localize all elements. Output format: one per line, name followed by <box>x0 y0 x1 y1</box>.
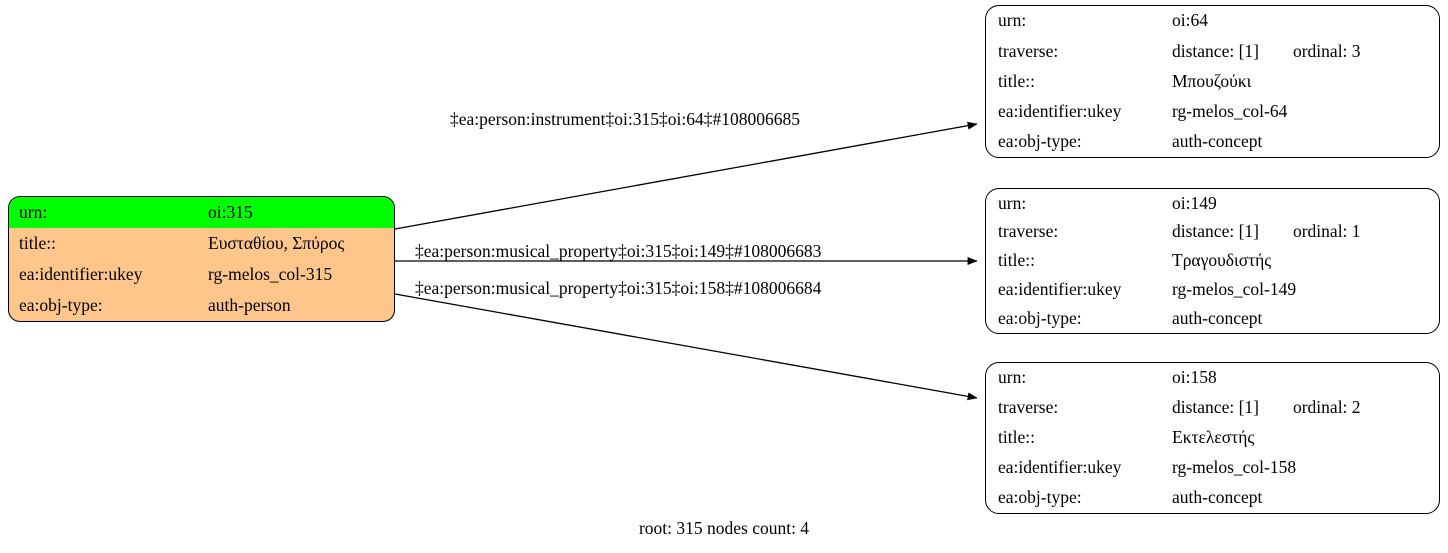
root-node-oi-315[interactable]: urn: oi:315 title:: Ευσταθίου, Σπύρος ea… <box>8 196 395 322</box>
node-row-objtype: ea:obj-type: auth-concept <box>986 304 1439 333</box>
node-row-value: oi:149 <box>1172 192 1217 213</box>
node-row-key: traverse: <box>998 40 1059 61</box>
node-row-value: rg-melos_col-158 <box>1172 457 1297 478</box>
traverse-distance: distance: [1] <box>1172 221 1259 242</box>
node-row-value: oi:158 <box>1172 367 1217 388</box>
node-row-traverse: traverse: distance: [1] ordinal: 1 <box>986 218 1439 247</box>
node-row-title: title:: Μπουζούκι <box>986 66 1439 96</box>
edge-label-musical-property-149: ‡ea:person:musical_property‡oi:315‡oi:14… <box>415 241 822 261</box>
node-oi-64[interactable]: urn: oi:64 traverse: distance: [1] ordina… <box>985 5 1440 158</box>
node-row-objtype: ea:obj-type: auth-concept <box>986 127 1439 157</box>
node-row-objtype: ea:obj-type: auth-concept <box>986 483 1439 513</box>
edge-to-oi-64 <box>394 121 978 230</box>
node-row-key: title:: <box>998 70 1035 91</box>
node-oi-158[interactable]: urn: oi:158 traverse: distance: [1] ordin… <box>985 362 1440 514</box>
node-row-value: rg-melos_col-149 <box>1172 279 1297 300</box>
node-row-key: ea:obj-type: <box>998 487 1082 508</box>
root-row-key: ea:identifier:ukey <box>19 263 143 284</box>
node-row-value: Τραγουδιστής <box>1172 250 1272 271</box>
node-row-key: title:: <box>998 250 1035 271</box>
root-row-value: rg-melos_col-315 <box>208 263 333 284</box>
node-row-traverse: traverse: distance: [1] ordinal: 2 <box>986 393 1439 423</box>
node-oi-158-table: urn: oi:158 traverse: distance: [1] ordin… <box>986 363 1439 513</box>
node-row-key: title:: <box>998 427 1035 448</box>
root-row-value: oi:315 <box>205 197 394 228</box>
node-row-traverse-value: distance: [1] ordinal: 2 <box>1172 393 1439 423</box>
traverse-distance: distance: [1] <box>1172 397 1259 418</box>
traverse-distance: distance: [1] <box>1172 40 1259 61</box>
traverse-ordinal: ordinal: 1 <box>1292 221 1361 242</box>
node-row-value: auth-concept <box>1172 307 1263 328</box>
edge-label-instrument: ‡ea:person:instrument‡oi:315‡oi:64‡#1080… <box>450 109 800 129</box>
root-row-key: urn: <box>9 197 205 228</box>
node-row-key: ea:identifier:ukey <box>998 457 1122 478</box>
node-row-value: Μπουζούκι <box>1172 70 1252 91</box>
root-node-row-urn: urn: oi:315 <box>9 197 394 228</box>
root-node-table: urn: oi:315 title:: Ευσταθίου, Σπύρος ea… <box>9 197 394 321</box>
node-row-value: oi:64 <box>1172 10 1208 31</box>
traverse-ordinal: ordinal: 3 <box>1292 40 1361 61</box>
node-oi-149[interactable]: urn: oi:149 traverse: distance: [1] ordin… <box>985 188 1440 334</box>
node-row-traverse: traverse: distance: [1] ordinal: 3 <box>986 36 1439 66</box>
edge-label-musical-property-158: ‡ea:person:musical_property‡oi:315‡oi:15… <box>415 278 822 298</box>
traverse-ordinal: ordinal: 2 <box>1292 397 1361 418</box>
graph-caption: root: 315 nodes count: 4 <box>638 518 810 538</box>
node-row-key: urn: <box>998 367 1027 388</box>
node-row-urn: urn: oi:158 <box>986 363 1439 393</box>
node-row-title: title:: Τραγουδιστής <box>986 247 1439 276</box>
edge-to-oi-158 <box>394 293 978 401</box>
node-oi-149-table: urn: oi:149 traverse: distance: [1] ordin… <box>986 189 1439 333</box>
node-row-ukey: ea:identifier:ukey rg-melos_col-149 <box>986 275 1439 304</box>
node-row-ukey: ea:identifier:ukey rg-melos_col-158 <box>986 453 1439 483</box>
node-row-value: Εκτελεστής <box>1172 427 1255 448</box>
node-row-key: ea:identifier:ukey <box>998 279 1122 300</box>
node-row-key: ea:identifier:ukey <box>998 100 1122 121</box>
root-row-value: auth-person <box>208 294 291 315</box>
node-oi-64-table: urn: oi:64 traverse: distance: [1] ordina… <box>986 6 1439 157</box>
node-row-title: title:: Εκτελεστής <box>986 423 1439 453</box>
root-row-key: ea:obj-type: <box>19 294 103 315</box>
node-row-key: urn: <box>998 192 1027 213</box>
node-row-traverse-value: distance: [1] ordinal: 1 <box>1172 218 1439 247</box>
node-row-value: rg-melos_col-64 <box>1172 100 1288 121</box>
root-node-row-title: title:: Ευσταθίου, Σπύρος <box>9 228 394 259</box>
node-row-key: traverse: <box>998 397 1059 418</box>
root-row-key: title:: <box>19 232 56 253</box>
node-row-key: traverse: <box>998 221 1059 242</box>
node-row-value: auth-concept <box>1172 487 1263 508</box>
node-row-urn: urn: oi:64 <box>986 6 1439 36</box>
node-row-value: auth-concept <box>1172 131 1263 152</box>
node-row-key: ea:obj-type: <box>998 307 1082 328</box>
node-row-key: ea:obj-type: <box>998 131 1082 152</box>
root-node-row-objtype: ea:obj-type: auth-person <box>9 290 394 321</box>
node-row-ukey: ea:identifier:ukey rg-melos_col-64 <box>986 97 1439 127</box>
root-node-row-ukey: ea:identifier:ukey rg-melos_col-315 <box>9 259 394 290</box>
node-row-urn: urn: oi:149 <box>986 189 1439 218</box>
node-row-traverse-value: distance: [1] ordinal: 3 <box>1172 36 1439 66</box>
root-row-value: Ευσταθίου, Σπύρος <box>208 232 345 253</box>
node-row-key: urn: <box>998 10 1027 31</box>
